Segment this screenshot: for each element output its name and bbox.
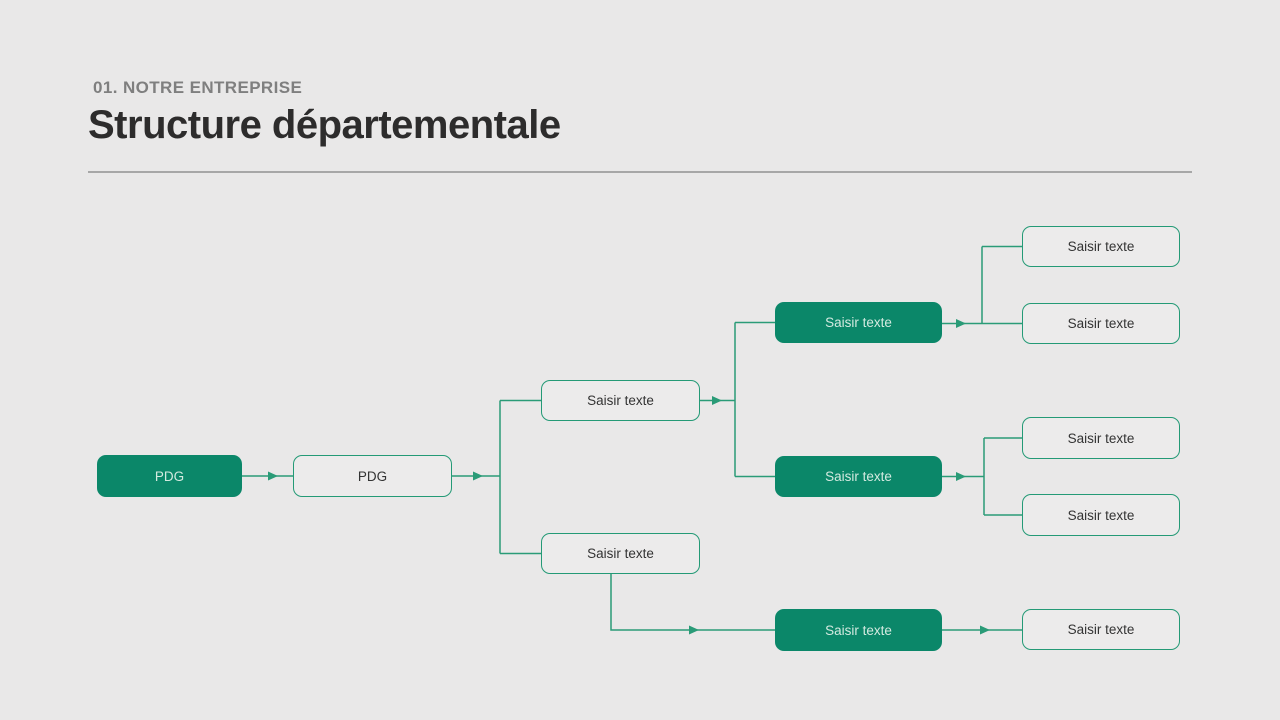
org-node-label: Saisir texte — [587, 546, 654, 561]
org-node-dept-2[interactable]: Saisir texte — [775, 456, 942, 497]
org-node-team-2a[interactable]: Saisir texte — [1022, 417, 1180, 459]
org-node-label: Saisir texte — [1067, 507, 1135, 523]
section-label: 01. NOTRE ENTREPRISE — [93, 78, 303, 97]
arrowhead-icon — [689, 625, 699, 635]
org-node-label: PDG — [357, 468, 388, 484]
title-divider — [88, 171, 1192, 173]
slide-title: Structure départementale — [88, 103, 561, 147]
arrowhead-icon — [956, 319, 966, 328]
org-node-label: Saisir texte — [825, 622, 892, 638]
org-node-label: Saisir texte — [1067, 316, 1135, 331]
org-node-team-1b[interactable]: Saisir texte — [1022, 303, 1180, 344]
org-node-ceo-secondary[interactable]: PDG — [293, 455, 452, 497]
arrowhead-icon — [980, 625, 990, 635]
org-node-ceo-primary[interactable]: PDG — [97, 455, 242, 497]
org-node-label: Saisir texte — [1067, 622, 1135, 637]
org-node-team-3a[interactable]: Saisir texte — [1022, 609, 1180, 650]
org-node-label: Saisir texte — [825, 315, 892, 330]
org-node-team-1a[interactable]: Saisir texte — [1022, 226, 1180, 267]
org-node-branch-top[interactable]: Saisir texte — [541, 380, 700, 421]
connector — [610, 574, 775, 631]
arrowhead-icon — [268, 471, 278, 481]
org-node-label: Saisir texte — [1067, 239, 1135, 254]
arrowhead-icon — [712, 396, 722, 405]
org-node-dept-3[interactable]: Saisir texte — [775, 609, 942, 651]
org-node-label: Saisir texte — [825, 469, 892, 484]
org-node-team-2b[interactable]: Saisir texte — [1022, 494, 1180, 536]
arrowhead-icon — [473, 471, 483, 481]
org-node-label: Saisir texte — [587, 393, 654, 408]
org-node-dept-1[interactable]: Saisir texte — [775, 302, 942, 343]
org-node-label: Saisir texte — [1067, 430, 1135, 446]
org-node-branch-bottom[interactable]: Saisir texte — [541, 533, 700, 574]
org-node-label: PDG — [154, 468, 185, 484]
arrowhead-icon — [956, 472, 966, 481]
